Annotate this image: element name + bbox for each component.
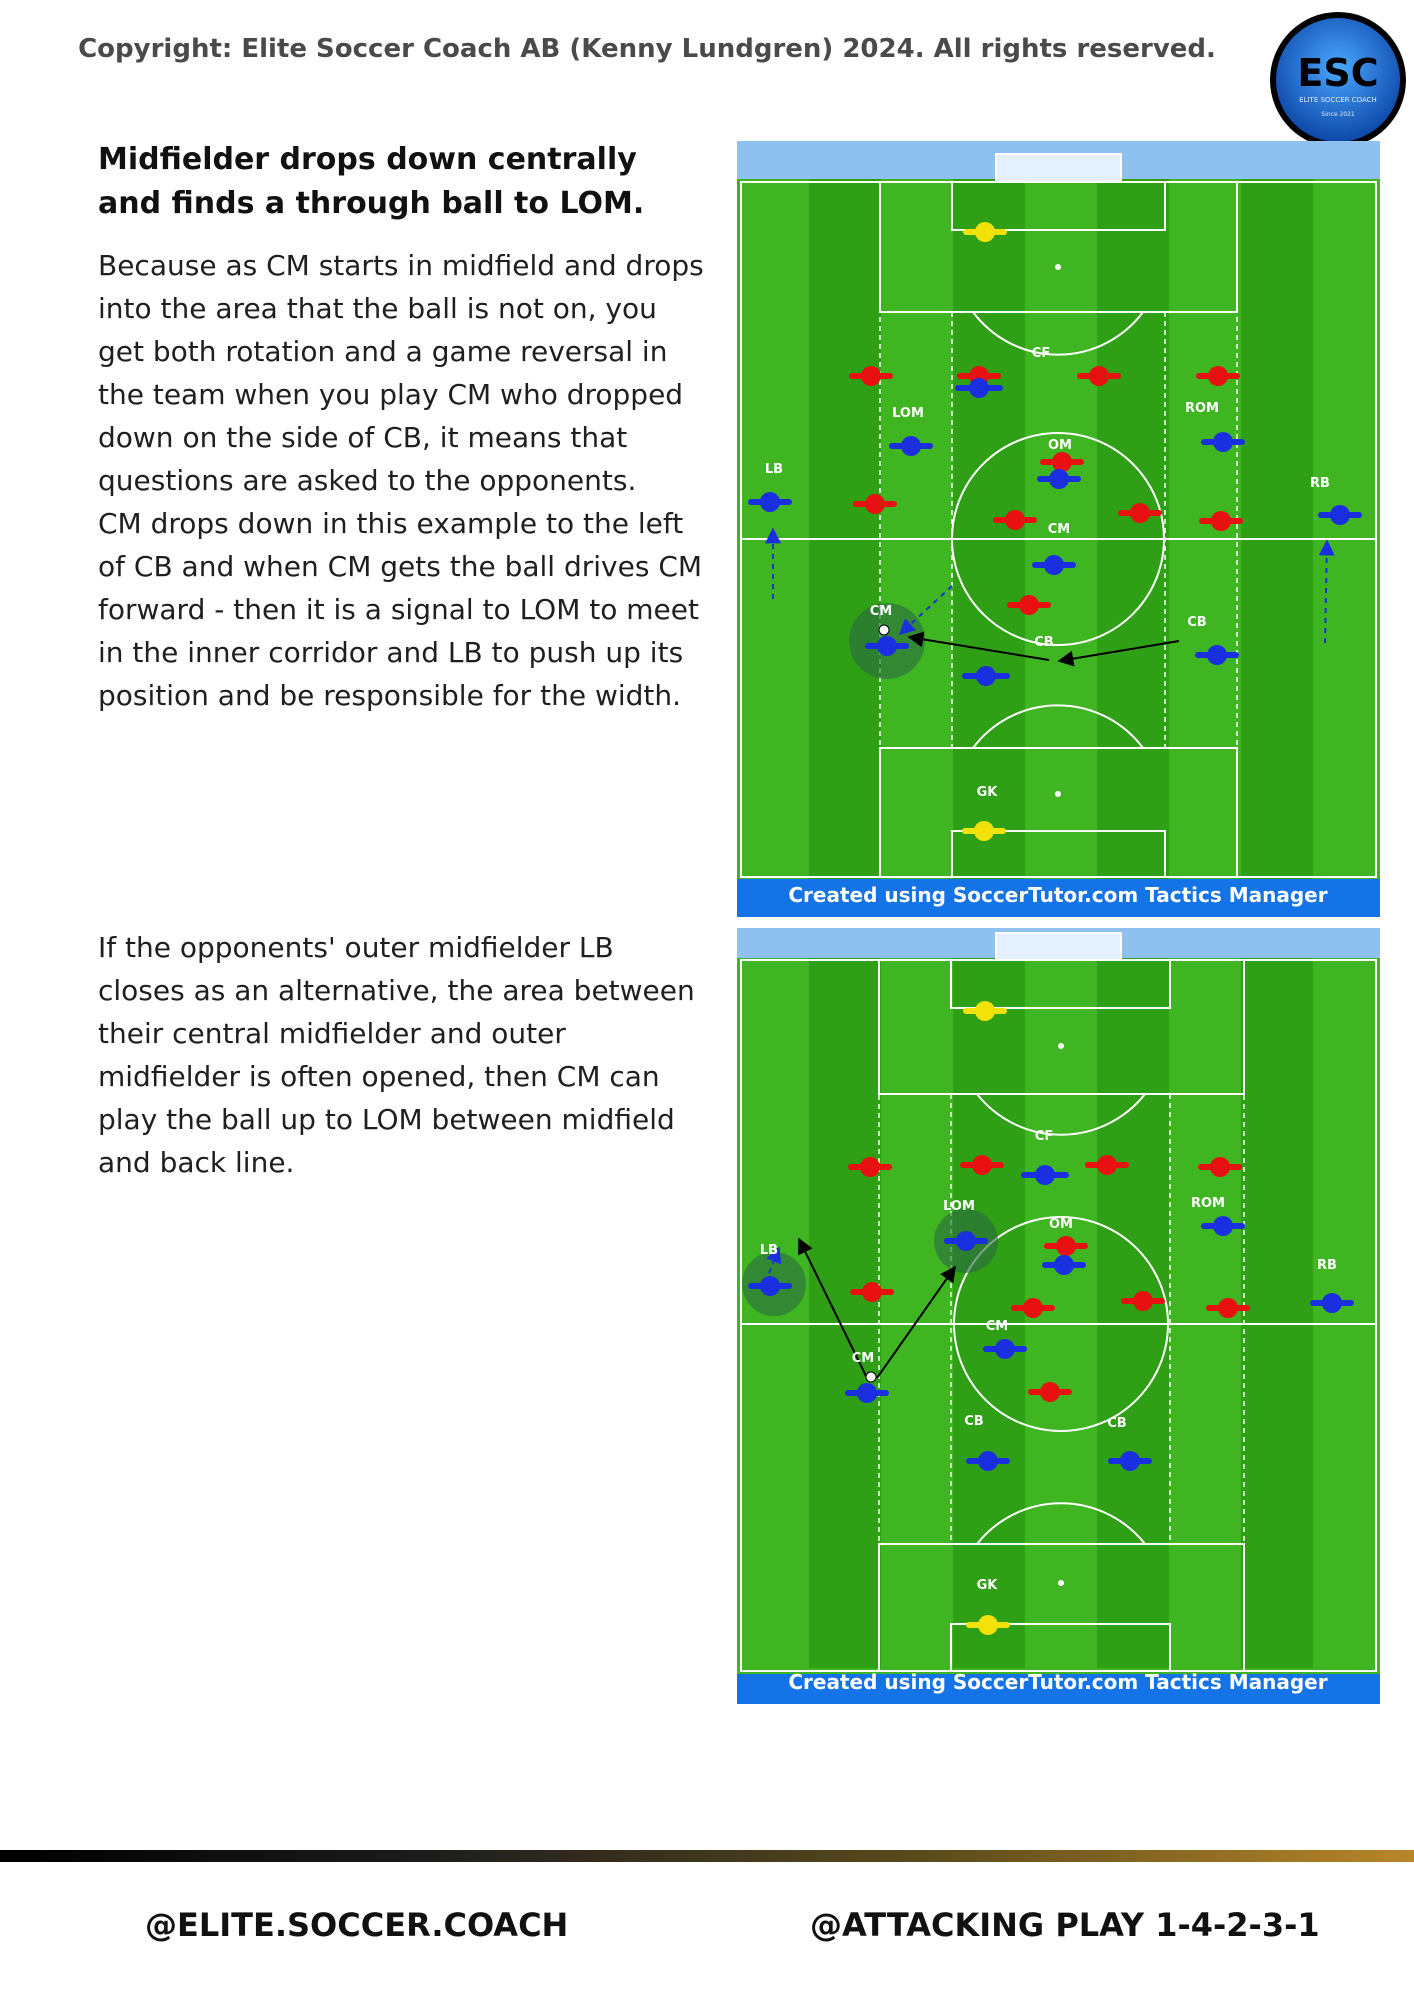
run-arrow [766,1246,782,1274]
esc-logo: ESC ELITE SOCCER COACH Since 2021 [1270,12,1406,148]
label-om: OM [1049,1217,1073,1232]
label-lb: LB [760,1243,778,1258]
heading-line-1: Midfielder drops down centrally [98,142,637,177]
label-cb-left: CB [964,1414,983,1429]
label-rom: ROM [1185,401,1219,416]
pass-arrow [907,631,1050,661]
blue-team [748,1165,1354,1471]
copyright-notice: Copyright: Elite Soccer Coach AB (Kenny … [78,34,1216,64]
tactics-diagram-1: Created using SoccerTutor.com Tactics Ma… [737,141,1380,917]
blue-team [748,378,1362,686]
run-arrow [1318,539,1335,644]
label-cm-ball: CM [852,1351,874,1366]
label-cb-right: CB [1107,1416,1126,1431]
label-rb: RB [1317,1258,1337,1273]
label-cb-left: CB [1034,635,1053,650]
paragraph-1: Because as CM starts in midfield and dro… [98,249,704,497]
explanation-text: Because as CM starts in midfield and dro… [98,244,708,717]
label-cf: CF [1032,346,1050,361]
footer-divider [0,1850,1414,1862]
label-cm-upper: CM [1048,522,1070,537]
red-team [848,1155,1250,1402]
label-cm-upper: CM [986,1319,1008,1334]
pitch [737,928,1380,1704]
watermark: Created using SoccerTutor.com Tactics Ma… [788,1670,1327,1694]
run-arrow [898,585,953,636]
label-cm-ball: CM [870,604,892,619]
label-lom: LOM [943,1199,975,1214]
footer-topic: @ATTACKING PLAY 1-4-2-3-1 [810,1906,1320,1944]
label-gk: GK [977,1578,999,1593]
red-team [849,366,1243,615]
section-heading: Midfielder drops down centrally and find… [98,138,698,226]
label-cf: CF [1035,1129,1053,1144]
label-om: OM [1048,438,1072,453]
alternative-text: If the opponents' outer midfielder LB cl… [98,926,708,1184]
logo-since: Since 2021 [1321,111,1355,118]
logo-initials: ESC [1297,51,1378,95]
goalkeepers [962,222,1007,841]
logo-tagline: ELITE SOCCER COACH [1299,96,1377,104]
pass-arrow [798,1237,868,1379]
label-lb: LB [765,462,783,477]
footer-handle: @ELITE.SOCCER.COACH [145,1906,569,1944]
label-lom: LOM [892,406,924,421]
tactics-diagram-2: Created using SoccerTutor.com Tactics Ma… [737,928,1380,1704]
goalkeepers [963,1001,1010,1635]
paragraph-2: CM drops down in this example to the lef… [98,507,703,712]
label-rom: ROM [1191,1196,1225,1211]
paragraph-3: If the opponents' outer midfielder LB cl… [98,931,695,1179]
label-rb: RB [1310,476,1330,491]
heading-line-2: and finds a through ball to LOM. [98,186,645,221]
ball [865,1371,877,1383]
label-gk: GK [977,785,999,800]
watermark: Created using SoccerTutor.com Tactics Ma… [788,883,1327,907]
pass-arrow [1057,640,1180,667]
pitch [737,141,1380,917]
ball [878,624,890,636]
label-cb-right: CB [1187,615,1206,630]
pass-arrow [876,1265,956,1379]
